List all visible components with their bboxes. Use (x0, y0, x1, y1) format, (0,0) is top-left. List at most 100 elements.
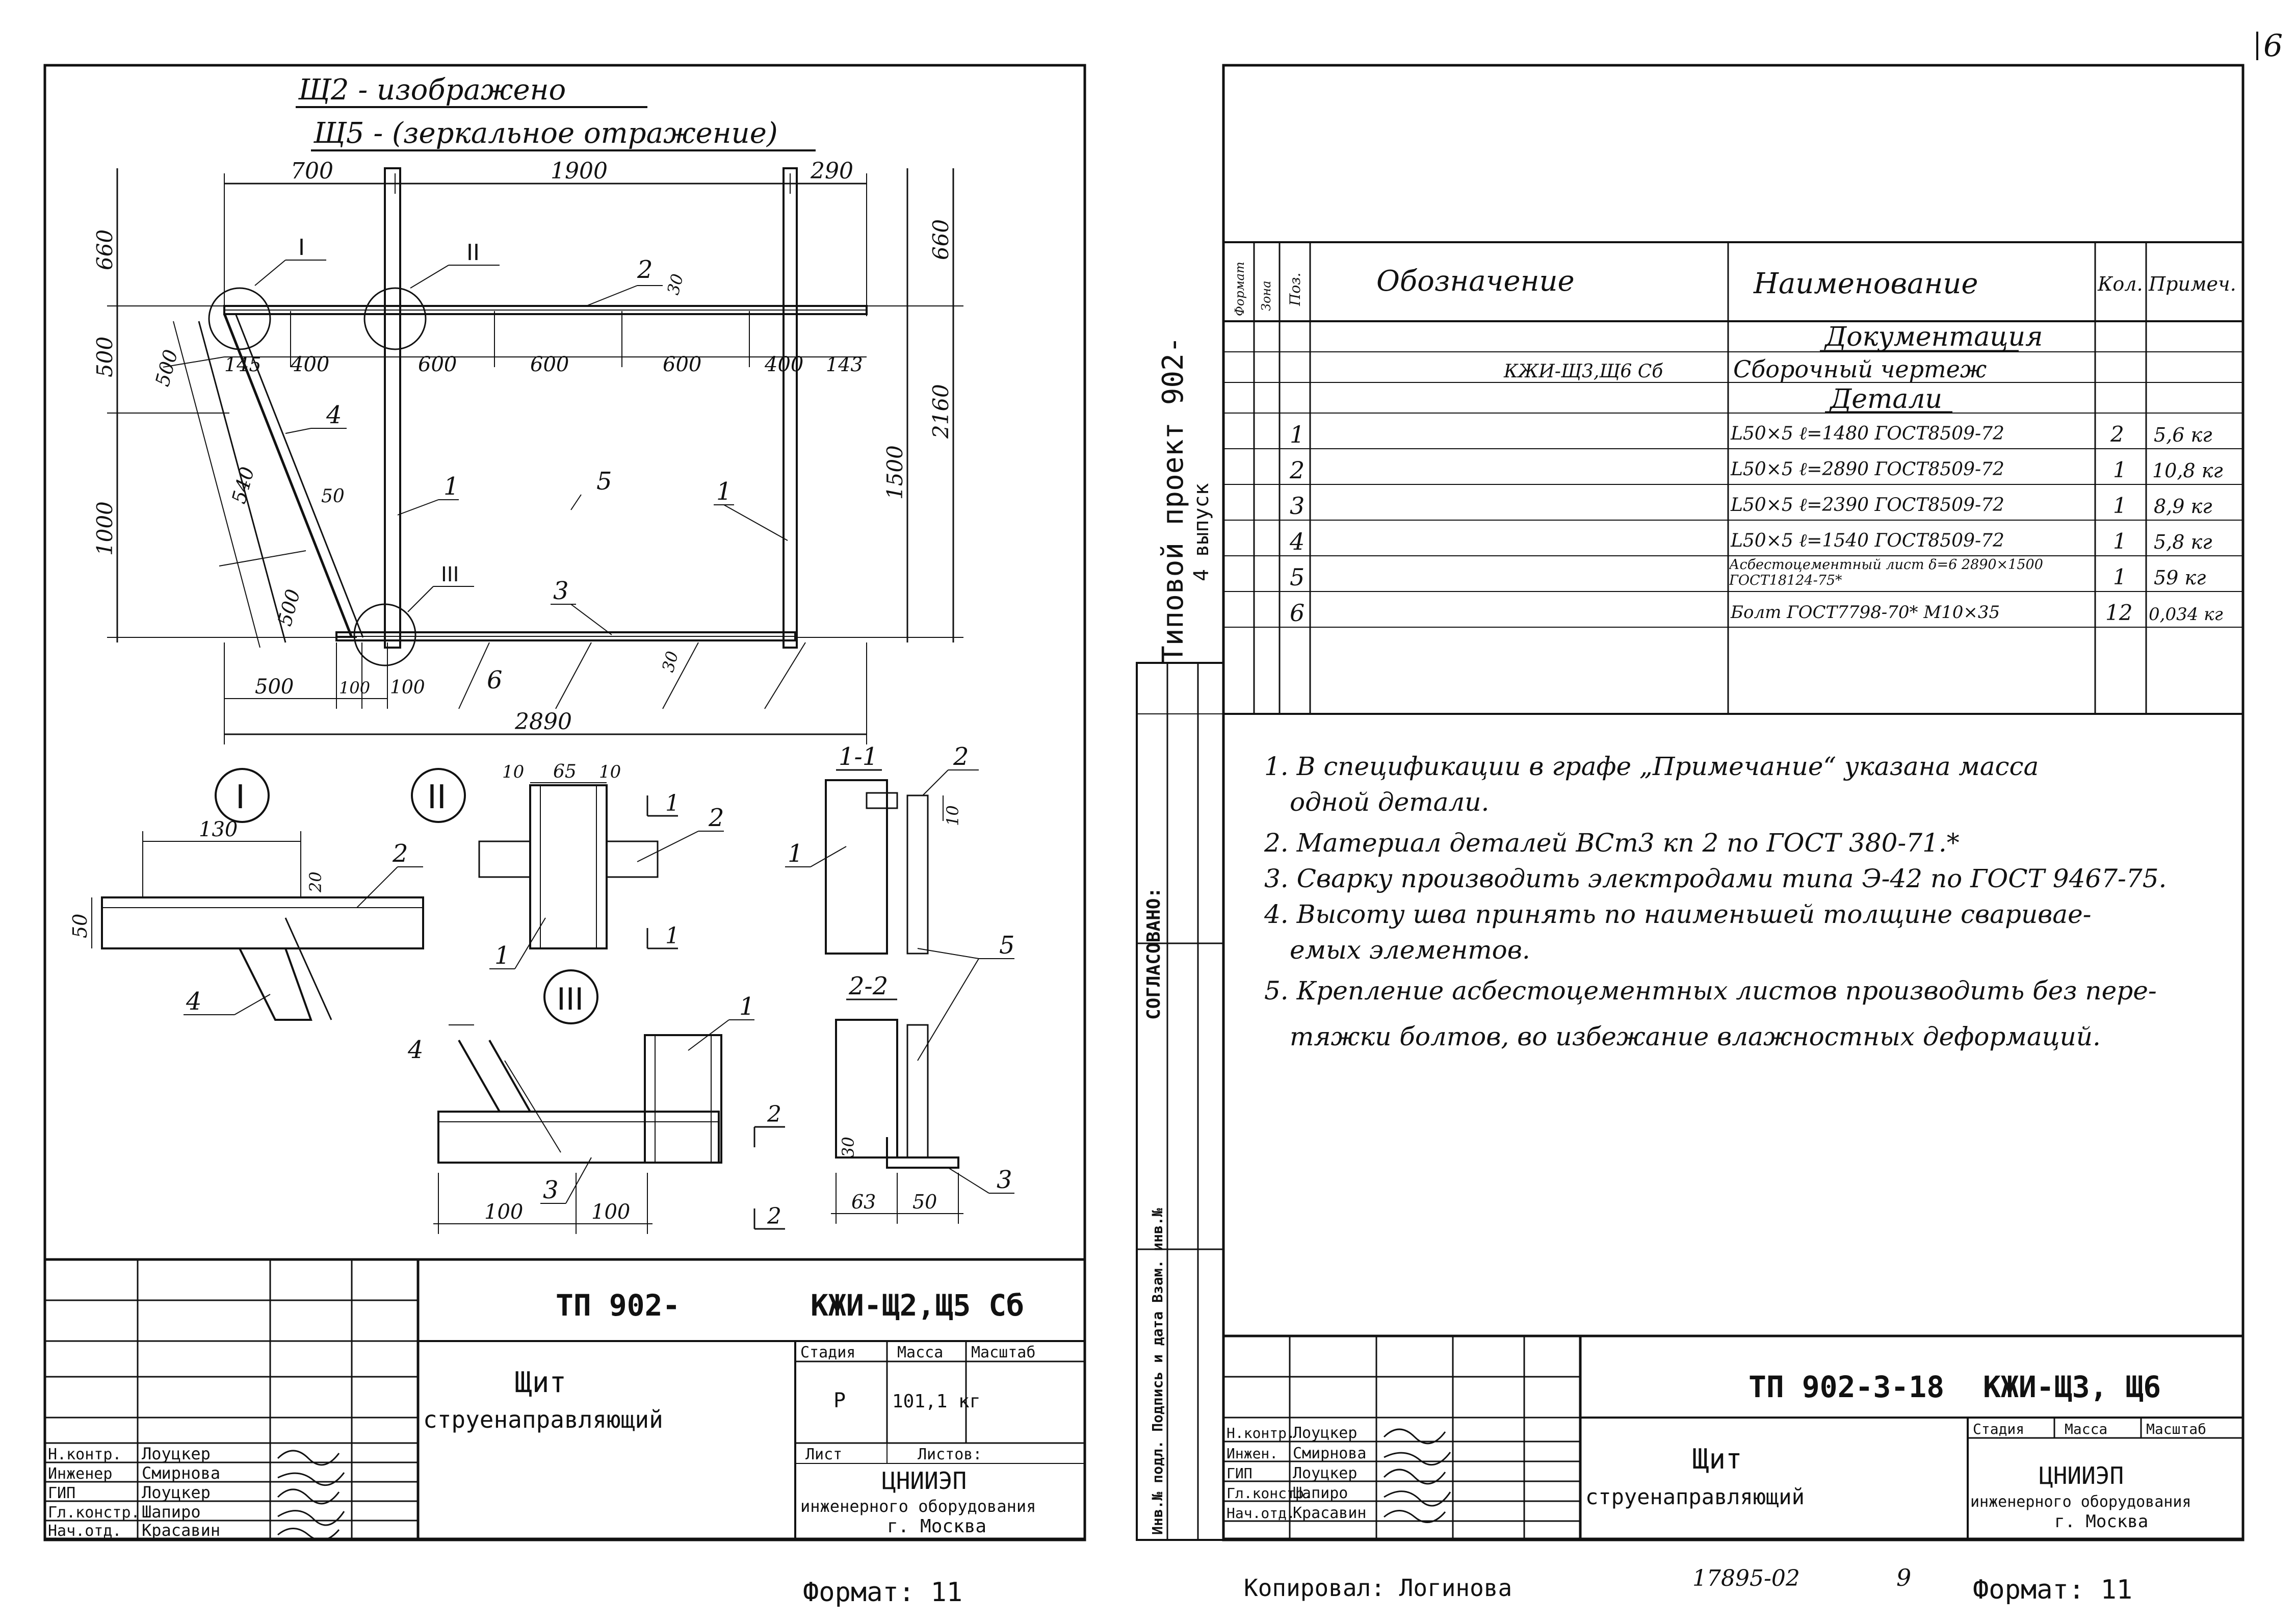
section-2-2-pos-3: 3 (997, 1166, 1012, 1194)
svg-text:6: 6 (2263, 28, 2283, 64)
left-tb-col-stage: Стадия (800, 1344, 855, 1361)
row-2-qty: 1 (2113, 457, 2127, 482)
right-tb-code-prefix: ТП 902-3-18 (1749, 1370, 1944, 1404)
pos-3: 3 (553, 577, 569, 605)
note-line-8: тяжки болтов, во избежание влажностных д… (1290, 1022, 2101, 1051)
section-2-2-dim-50: 50 (912, 1191, 937, 1213)
col-designation: Обозначение (1376, 265, 1575, 298)
section-1-1-pos-2: 2 (953, 742, 969, 771)
dim-rail-30-top: 30 (663, 272, 687, 297)
col-format: Формат (1233, 262, 1247, 316)
right-tb-name-1: Щит (1692, 1443, 1742, 1475)
left-tb-code-suffix: КЖИ-Щ2,Щ5 Сб (811, 1288, 1024, 1323)
detail-3-cut-2-bottom: 2 (767, 1203, 781, 1229)
detail-3-label: III (557, 982, 584, 1017)
detail-2-pos-1: 1 (494, 941, 510, 970)
row-5-name: Асбестоцементный лист δ=6 2890×1500 ГОСТ… (1729, 557, 2043, 588)
col-note: Примеч. (2148, 273, 2236, 295)
note-line-7: 5. Крепление асбестоцементных листов про… (1264, 976, 2157, 1006)
row-6-note: 0,034 кг (2149, 604, 2223, 625)
right-tb-role-2: Инжен. (1227, 1445, 1278, 1462)
signature (277, 1528, 340, 1541)
dim-right-1500: 1500 (882, 445, 907, 500)
dim-left-1000: 1000 (92, 501, 117, 556)
signature (277, 1472, 345, 1486)
row-4-name: L50×5 ℓ=1540 ГОСТ8509-72 (1730, 530, 2004, 551)
row-2-pos: 2 (1289, 456, 1304, 484)
left-tb-name-2: струенаправляющий (423, 1406, 663, 1433)
pos-2: 2 (637, 255, 653, 284)
note-line-6: емых элементов. (1290, 935, 1530, 965)
right-tb-name-p2: Смирнова (1293, 1445, 1367, 1462)
row-docs-name: Документация (1824, 322, 2043, 352)
dim-diag-500b: 500 (273, 587, 304, 628)
row-5-qty: 1 (2113, 564, 2127, 589)
right-tb-code-suffix: КЖИ-Щ3, Щ6 (1983, 1370, 2161, 1404)
section-2-2: 2-2 5 3 30 63 50 (831, 931, 1015, 1224)
detail-3-cut-2-top: 2 (767, 1101, 781, 1127)
page-number: 9 (1896, 1564, 1911, 1591)
right-tb-name-2: струенаправляющий (1585, 1484, 1805, 1509)
dim-mid-600b: 600 (530, 353, 569, 376)
dim-mid-400b: 400 (764, 353, 803, 376)
right-sheet: СОГЛАСОВАНО: Инв.№ подл. Подпись и дата … (1136, 64, 2245, 1605)
side-label-2: 4 выпуск (1190, 483, 1213, 581)
left-tb-org-2: инженерного оборудования (800, 1497, 1036, 1516)
detail-1-pos-2: 2 (392, 839, 408, 868)
detail-3-pos-3: 3 (543, 1176, 559, 1204)
dim-diag-500a: 500 (151, 347, 182, 389)
right-tb-col-scale: Масштаб (2146, 1421, 2206, 1437)
row-2-name: L50×5 ℓ=2890 ГОСТ8509-72 (1730, 459, 2004, 480)
right-format: Формат: 11 (1973, 1575, 2132, 1605)
note-line-1: 1. В спецификации в графе „Примечание“ у… (1264, 752, 2039, 781)
pos-4: 4 (326, 401, 342, 429)
detail-3-dim-100b: 100 (591, 1200, 630, 1224)
row-2-note: 10,8 кг (2152, 459, 2223, 482)
section-1-1: 1-1 10 2 1 (785, 742, 979, 955)
row-6-name: Болт ГОСТ7798-70* М10×35 (1730, 602, 2000, 623)
row-1-pos: 1 (1290, 421, 1304, 448)
row-parts-name: Детали (1829, 384, 1942, 415)
dim-diag-50: 50 (321, 486, 345, 507)
dim-left-500: 500 (92, 337, 117, 377)
right-tb-col-stage: Стадия (1973, 1421, 2024, 1437)
pos-1-left: 1 (443, 472, 459, 501)
dim-mid-600a: 600 (418, 353, 457, 376)
dim-mid-400: 400 (290, 353, 329, 376)
left-tb-role-5: Нач.отд. (48, 1522, 122, 1540)
page-corner-mark: 6 (2256, 28, 2283, 64)
right-tb-name-p3: Лоуцкер (1293, 1464, 1357, 1482)
detail-1-dim-20: 20 (306, 871, 325, 893)
note-line-3: 2. Материал деталей ВСт3 кп 2 по ГОСТ 38… (1264, 828, 1960, 858)
dim-top-700: 700 (291, 158, 333, 184)
row-5-name-box: Асбестоцементный лист δ=6 2890×1500 ГОСТ… (1729, 557, 2043, 588)
dim-bottom-100b: 100 (390, 677, 425, 698)
detail-2-cut-1-bottom: 1 (665, 923, 680, 949)
right-tb-org-1: ЦНИИЭП (2039, 1462, 2124, 1489)
detail-3-dim-100a: 100 (484, 1200, 523, 1224)
left-tb-mass: 101,1 кг (892, 1391, 980, 1412)
right-tb-name-p1: Лоуцкер (1293, 1424, 1357, 1442)
pos-5: 5 (596, 467, 612, 496)
dim-bottom-500: 500 (255, 675, 294, 699)
row-1-qty: 2 (2110, 422, 2124, 447)
right-tb-role-1: Н.контр. (1227, 1425, 1295, 1442)
left-tb-col-mass: Масса (897, 1344, 943, 1361)
row-6-pos: 6 (1290, 599, 1304, 627)
row-3-qty: 1 (2113, 493, 2127, 518)
main-view: 700 1900 290 145 400 600 (92, 158, 963, 744)
detail-2-dim-10b: 10 (599, 762, 621, 782)
right-tb-org-3: г. Москва (2054, 1511, 2148, 1532)
left-tb-org-3: г. Москва (887, 1516, 986, 1537)
left-tb-name-p5: Красавин (142, 1521, 220, 1540)
left-tb-role-2: Инженер (48, 1465, 112, 1483)
section-2-2-pos-5: 5 (999, 931, 1015, 960)
left-tb-name-p4: Шапиро (142, 1502, 201, 1522)
dim-overall-2890: 2890 (514, 709, 572, 735)
dim-top-1900: 1900 (551, 158, 608, 184)
right-tb-role-5: Нач.отд. (1227, 1505, 1295, 1522)
notes: 1. В спецификации в графе „Примечание“ у… (1264, 752, 2167, 1051)
dim-mid-600c: 600 (663, 353, 701, 376)
section-2-2-dim-63: 63 (851, 1191, 876, 1213)
dim-mid-143: 143 (826, 353, 863, 376)
